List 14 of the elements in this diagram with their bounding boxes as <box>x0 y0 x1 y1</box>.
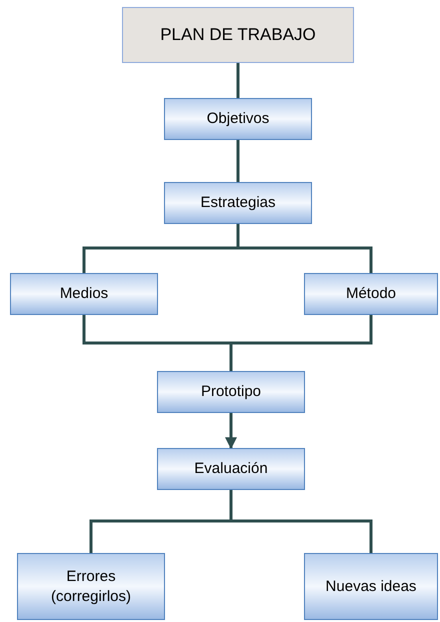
connector-line <box>236 224 372 273</box>
process-box: Método <box>304 273 438 315</box>
process-box: Errores (corregirlos) <box>17 553 165 620</box>
process-box: Estrategias <box>164 182 312 224</box>
title-box: PLAN DE TRABAJO <box>122 7 354 63</box>
process-box: Objetivos <box>164 98 312 140</box>
process-box: Prototipo <box>157 371 305 413</box>
connector-line <box>230 315 372 371</box>
process-box: Evaluación <box>157 448 305 490</box>
arrow <box>225 413 237 450</box>
process-box: Medios <box>10 273 158 315</box>
connector-line <box>236 63 240 98</box>
process-box: Nuevas ideas <box>304 553 438 620</box>
connector-line <box>236 140 240 182</box>
